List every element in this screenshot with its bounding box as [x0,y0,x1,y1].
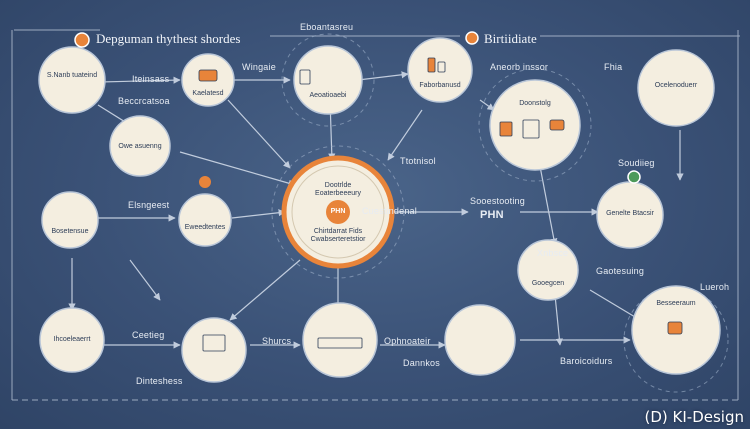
node-text-n12: Ihcoeleaerrt [53,336,91,343]
label-l8: Sooestooting [470,196,525,206]
node-glyphs [198,57,683,352]
orange-dot-icon [199,176,211,188]
label-l4: Eboantasreu [300,22,354,32]
node-n10 [517,239,579,301]
title-right-marker-icon [465,31,479,45]
node-text-n13: Besseeraum [656,300,696,307]
node-text-n6: Doonstolg [519,100,551,107]
node-n8 [41,191,99,249]
label-l14: Dinteshess [136,376,183,386]
center-line-3: Chirtdarrat Fids [313,228,363,235]
label-l2: Beccrcatsoa [118,96,170,106]
node-text-n8: Bosetensue [51,228,89,235]
node-n12 [39,307,105,373]
label-l5: Aneorb inssor [490,62,549,72]
node-n15 [444,304,516,376]
label-l19: Dannkos [403,358,440,368]
nodes [38,37,721,383]
node-text-n9: Eweedtentes [184,224,226,231]
diagram-title-right: Birtiidiate [484,31,537,46]
chart-bar-icon [437,61,446,73]
node-text-n2: Owe asuenng [118,143,162,150]
node-n1 [38,46,106,114]
label-l17: Lueroh [700,282,730,292]
center-line-2: Eoaterbeeeury [315,190,361,197]
node-text-n3: Kaelatesd [192,90,224,97]
label-l3: Wingaie [242,62,276,72]
gear-icon [667,321,683,335]
label-l18: Shurcs [262,336,292,346]
label-l12: Gaotesuing [596,266,645,276]
label-l6: Elsngeest [128,200,170,210]
frame-lines [11,29,740,401]
accent-markers [74,31,641,188]
center-hub [281,155,395,269]
node-n7 [637,49,715,127]
center-line-1: Dootrlde [324,182,352,189]
center-line-4: Cwabserteretstior [310,236,366,243]
node-text-n10: Gooegcen [531,280,565,287]
connector-lines [68,71,684,349]
label-l1: Iteinsass [132,74,170,84]
chart-icon [427,57,436,73]
monitor-icon [202,334,226,352]
label-l13: Ceetieg [132,330,165,340]
node-n9 [178,193,232,247]
label-l21: Xnbsce [537,248,569,258]
orbit-arcs [271,33,729,393]
green-dot-icon [627,170,641,184]
title-marker-icon [74,32,90,48]
folder-icon [198,69,218,82]
label-l16: Baroicoidurs [560,356,613,366]
label-l7: Ttotnisol [400,156,436,166]
report-icon [522,119,540,139]
node-n4 [293,45,363,115]
toolbar-icon [317,337,363,349]
diagram-title: Depguman thythest shordes [96,31,241,46]
watermark-caption: (D) KI-Design [644,408,745,426]
node-n2 [109,115,171,177]
label-l11: Cuestindenal [362,206,417,216]
node-text-n4: Aeoatioaebi [309,92,347,99]
node-text-n5: Faborbanusd [419,82,461,89]
document-icon [299,69,311,85]
label-l20: Fhia [604,62,623,72]
node-text-n7: Ocelenoduerr [654,82,698,89]
clipboard-icon [499,121,513,137]
briefcase-icon [549,119,565,131]
label-l15: Ophnoateir [384,336,431,346]
node-text-n1: S.Nanb tuateind [46,72,98,79]
node-text-n11: Genelte Btacsir [606,210,654,217]
label-l10: Soudiieg [618,158,655,168]
center-badge: PHN [330,208,346,215]
label-l9: PHN [480,209,504,221]
